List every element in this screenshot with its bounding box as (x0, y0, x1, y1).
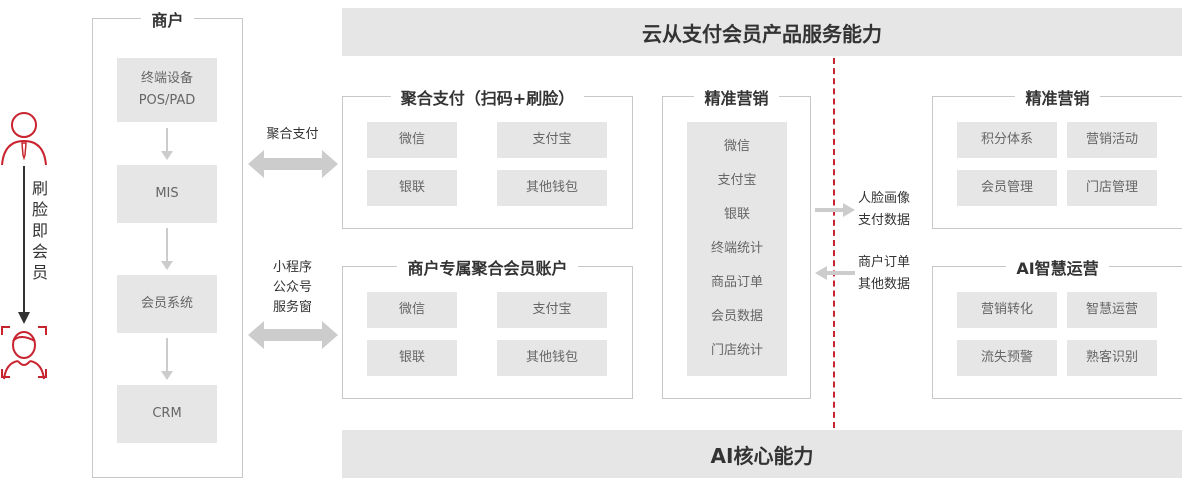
product-capability-header: 云从支付会员产品服务能力 (342, 8, 1182, 56)
face-scan-icon (1, 326, 47, 380)
smart-ops-item: 智慧运营 (1067, 292, 1157, 328)
list-item: 微信 (723, 139, 750, 154)
marketing-panel: 精准营销 (662, 89, 811, 399)
face-member-label: 刷脸即会员 (32, 178, 50, 283)
double-arrow-icon (248, 321, 338, 349)
terminal-device-box: 终端设备 POS/PAD (117, 58, 217, 122)
mis-box: MIS (117, 165, 217, 223)
panel-title: 精准营销 (694, 89, 779, 108)
flow-label: 其他数据 (858, 277, 911, 292)
flow-label: 商户订单 (858, 255, 911, 270)
pay-item-wechat: 微信 (367, 122, 457, 158)
pay-item-unionpay: 银联 (367, 170, 457, 206)
step-label: 终端设备 (140, 71, 193, 86)
member-management-item: 会员管理 (957, 170, 1057, 206)
incoming-data-labels: 商户订单其他数据 (858, 252, 910, 296)
panel-title: 精准营销 (1015, 89, 1100, 108)
label-char: 员 (32, 263, 49, 282)
marketing-right-panel: 精准营销 (932, 89, 1182, 229)
account-item-unionpay: 银联 (367, 340, 457, 376)
right-arrow-icon (815, 203, 855, 217)
conversion-item: 营销转化 (957, 292, 1057, 328)
label-char: 会 (32, 242, 49, 261)
divider-line (833, 58, 835, 428)
panel-title: 聚合支付（扫码+刷脸） (390, 89, 585, 108)
flow-arrows (161, 128, 173, 380)
merchant-panel: 商户 (92, 11, 243, 478)
panel-title: AI智慧运营 (1006, 259, 1109, 278)
marketing-data-list: 微信 支付宝 银联 终端统计 商品订单 会员数据 门店统计 (687, 122, 787, 376)
channel-label: 服务窗 (272, 300, 312, 315)
channel-labels: 小程序公众号服务窗 (250, 258, 335, 318)
pay-item-alipay: 支付宝 (497, 122, 607, 158)
label-char: 即 (32, 221, 49, 240)
ai-operations-panel: AI智慧运营 (932, 259, 1182, 399)
account-item-wechat: 微信 (367, 292, 457, 328)
regular-customer-item: 熟客识别 (1067, 340, 1157, 376)
campaign-item: 营销活动 (1067, 122, 1157, 158)
churn-alert-item: 流失预警 (957, 340, 1057, 376)
store-management-item: 门店管理 (1067, 170, 1157, 206)
channel-label: 小程序 (272, 260, 312, 275)
pay-item-other-wallet: 其他钱包 (497, 170, 607, 206)
step-label: POS/PAD (138, 93, 196, 108)
member-account-panel: 商户专属聚合会员账户 (342, 259, 633, 399)
list-item: 商品订单 (710, 275, 763, 290)
crm-box: CRM (117, 385, 217, 443)
down-arrow-icon (18, 166, 30, 324)
ai-core-footer: AI核心能力 (342, 430, 1182, 478)
points-system-item: 积分体系 (957, 122, 1057, 158)
label-char: 刷 (32, 179, 49, 198)
left-arrow-icon (815, 266, 855, 280)
aggregate-pay-panel: 聚合支付（扫码+刷脸） (342, 89, 633, 229)
merchant-title: 商户 (141, 11, 194, 30)
account-item-alipay: 支付宝 (497, 292, 607, 328)
flow-label: 人脸画像 (858, 191, 911, 206)
panel-title: 商户专属聚合会员账户 (397, 259, 578, 278)
label-char: 脸 (32, 200, 49, 219)
list-item: 终端统计 (710, 241, 763, 256)
list-item: 银联 (723, 207, 750, 222)
aggregate-pay-link-label: 聚合支付 (266, 127, 319, 142)
channel-label: 公众号 (272, 280, 312, 295)
list-item: 会员数据 (710, 309, 763, 324)
list-item: 支付宝 (717, 173, 757, 188)
person-icon (1, 112, 47, 165)
double-arrow-icon (248, 150, 338, 178)
outgoing-data-labels: 人脸画像支付数据 (858, 188, 910, 232)
list-item: 门店统计 (710, 343, 763, 358)
flow-label: 支付数据 (858, 213, 911, 228)
account-item-other-wallet: 其他钱包 (497, 340, 607, 376)
member-system-box: 会员系统 (117, 275, 217, 333)
